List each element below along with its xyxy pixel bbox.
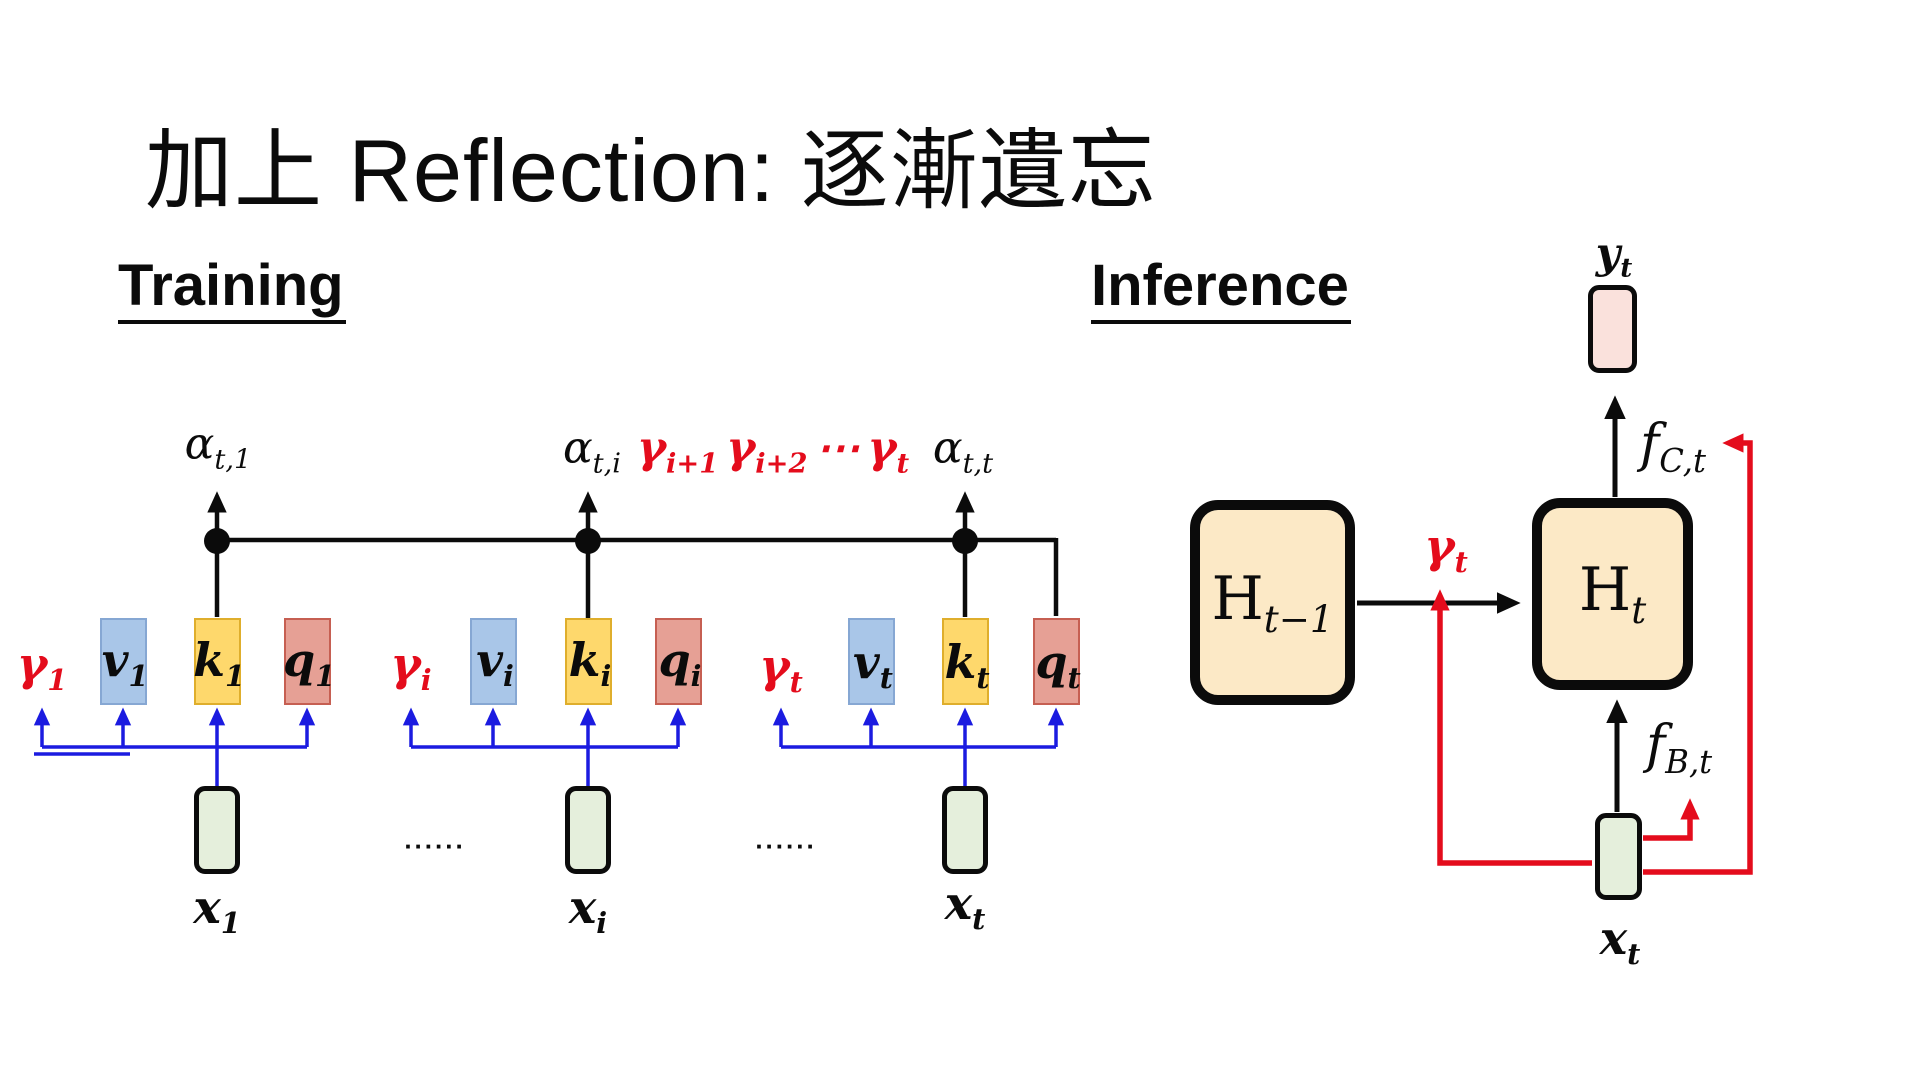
qi-box — [655, 618, 702, 705]
yt-label: yt — [1595, 228, 1633, 284]
cdots: ⋯ — [815, 422, 860, 474]
inference-red-paths — [1430, 433, 1753, 875]
slide-title: 加上 Reflection: 逐漸遺忘 — [145, 121, 1157, 220]
qi-label: qi — [658, 633, 702, 693]
kt-box — [942, 618, 989, 705]
x1-box — [194, 786, 240, 874]
h-curr-label: Ht — [1578, 555, 1647, 633]
xt-inference-box — [1595, 813, 1642, 900]
fc-feedback-arrow — [1643, 433, 1753, 875]
attention-dot — [575, 528, 601, 554]
alpha-ti-label: αt,i — [562, 422, 622, 480]
gamma-feedback-arrow — [1430, 589, 1592, 866]
ki-label: ki — [568, 633, 612, 693]
yt-box — [1588, 285, 1637, 373]
xt-train-box — [942, 786, 988, 874]
h-prev-label: Ht−1 — [1211, 563, 1334, 641]
fb-feedback-arrow — [1643, 798, 1700, 841]
ki-box — [565, 618, 612, 705]
training-heading: Training — [118, 255, 346, 324]
gamma-decay-term: γi+1 — [637, 422, 719, 480]
q1-label: q1 — [282, 633, 336, 693]
v1-box — [100, 618, 147, 705]
qt-box — [1033, 618, 1080, 705]
gamma-i-label: γi — [390, 637, 432, 697]
vi-box — [470, 618, 517, 705]
x1-label: x1 — [193, 880, 241, 940]
gamma-decay-term: γi+2 — [726, 422, 808, 480]
fbt-label: fB,t — [1646, 714, 1713, 782]
v1-label: v1 — [101, 633, 149, 693]
fct-label: fC,t — [1640, 413, 1706, 481]
attention-dot — [204, 528, 230, 554]
gamma-decay-term: γt — [867, 422, 910, 480]
vt-label: vt — [853, 635, 893, 695]
inference-heading: Inference — [1091, 255, 1351, 324]
xi-label: xi — [568, 880, 608, 940]
q1-box — [284, 618, 331, 705]
gamma-1-label: γ1 — [16, 637, 68, 697]
k1-label: k1 — [193, 633, 245, 693]
projection-combs — [33, 707, 1065, 792]
gamma-t-inference-label: γt — [1424, 519, 1468, 579]
gamma-decay-sequence: γi+1 γi+2 ⋯ γt — [637, 423, 909, 480]
xt-train-label: xt — [944, 876, 986, 936]
h-curr-box: Ht — [1532, 498, 1693, 690]
vt-box — [848, 618, 895, 705]
ellipsis-right: ...... — [755, 824, 817, 855]
xt-inference-label: xt — [1599, 911, 1641, 971]
attention-dot — [952, 528, 978, 554]
qt-label: qt — [1035, 635, 1081, 695]
attention-line-group — [204, 491, 1059, 619]
vi-label: vi — [476, 633, 514, 693]
k1-box — [194, 618, 241, 705]
alpha-tt-label: αt,t — [932, 422, 994, 480]
xi-box — [565, 786, 611, 874]
alpha-t1-label: αt,1 — [184, 418, 252, 476]
h-prev-box: Ht−1 — [1190, 500, 1355, 705]
kt-label: kt — [944, 635, 990, 695]
ellipsis-left: ...... — [404, 824, 466, 855]
gamma-t-label: γt — [759, 639, 803, 699]
